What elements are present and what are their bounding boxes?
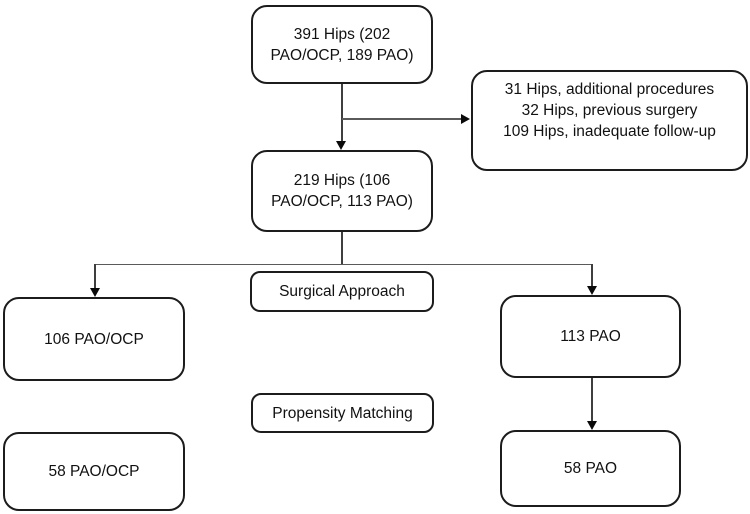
arrowhead-into-matched-pao (586, 421, 597, 430)
node-included-line2: PAO/OCP, 113 PAO) (271, 193, 413, 210)
node-total-hips-line1: 391 Hips (202 (293, 25, 391, 43)
node-excluded-line3: 109 Hips, inadequate follow-up (503, 123, 716, 140)
connector-right-branch-down (591, 264, 593, 287)
pao-ocp-group-text: 106 PAO/OCP (44, 330, 144, 348)
connector-included-down (341, 232, 343, 265)
arrowhead-into-pao (586, 286, 597, 295)
connector-total-to-included (341, 84, 343, 142)
arrowhead-into-included (336, 141, 346, 150)
connector-left-branch-down (94, 264, 96, 289)
connector-pao-to-matched (591, 378, 593, 422)
arrowhead-into-pao-ocp (89, 288, 100, 297)
arrowhead-into-excluded (461, 113, 470, 124)
matched-pao-ocp-text: 58 PAO/OCP (48, 463, 140, 480)
pao-group-text: 113 PAO (560, 328, 621, 345)
node-pao-group: 113 PAO (500, 295, 681, 378)
propensity-matching-text: Propensity Matching (272, 404, 413, 422)
node-surgical-approach-label: Surgical Approach (250, 271, 434, 312)
node-included-hips: 219 Hips (106 PAO/OCP, 113 PAO) (251, 150, 433, 232)
node-matched-pao-ocp: 58 PAO/OCP (3, 432, 185, 511)
node-excluded-line1: 31 Hips, additional procedures (504, 81, 715, 98)
node-total-hips-line2: PAO/OCP, 189 PAO) (270, 46, 414, 64)
node-excluded-line2: 32 Hips, previous surgery (521, 102, 698, 119)
node-excluded-hips: 31 Hips, additional procedures 32 Hips, … (471, 70, 748, 171)
surgical-approach-text: Surgical Approach (279, 283, 405, 300)
node-total-hips: 391 Hips (202 PAO/OCP, 189 PAO) (251, 5, 433, 84)
matched-pao-text: 58 PAO (563, 460, 618, 477)
connector-branch-horizontal (94, 263, 593, 265)
node-propensity-matching-label: Propensity Matching (251, 393, 434, 433)
node-matched-pao: 58 PAO (500, 430, 681, 507)
node-included-line1: 219 Hips (106 (293, 172, 391, 189)
connector-branch-to-excluded (342, 118, 461, 120)
node-pao-ocp-group: 106 PAO/OCP (3, 297, 185, 381)
